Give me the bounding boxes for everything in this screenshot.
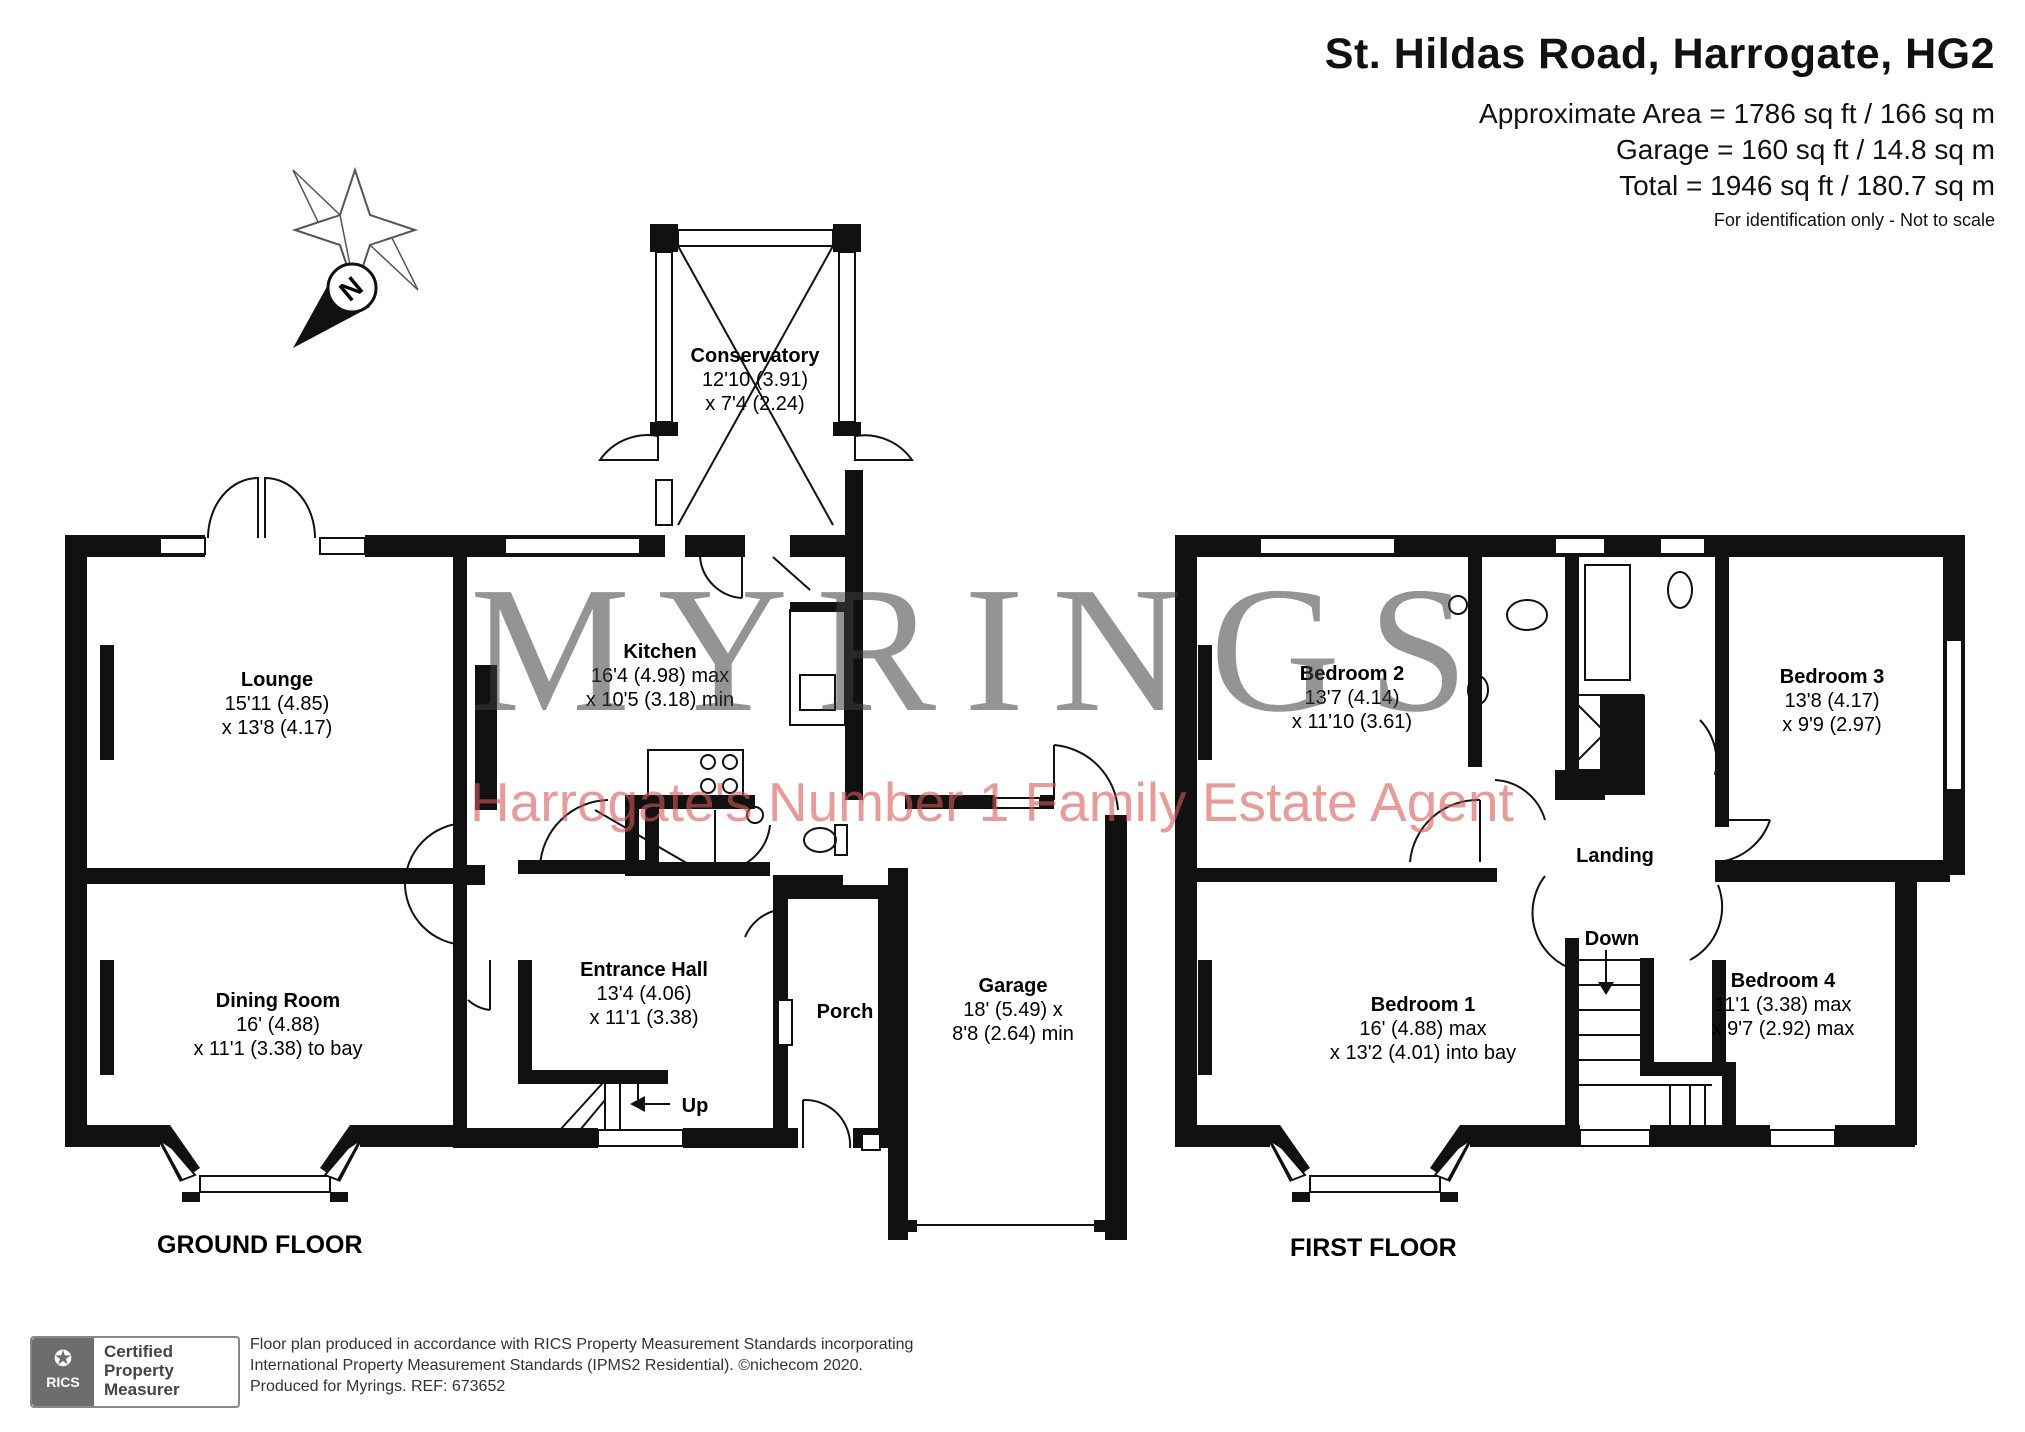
porch-name: Porch [817,1001,874,1023]
first-floor-stairs [1565,938,1726,1130]
approximate-area: Approximate Area = 1786 sq ft / 166 sq m [1479,98,1995,129]
ground-floor-stairs [540,1074,670,1131]
bedroom2-dim-2: x 11'10 (3.61) [1292,711,1412,733]
footer-line-2: International Property Measurement Stand… [250,1357,863,1374]
bedroom2-dim-1: 13'7 (4.14) [1305,687,1400,709]
bedroom4-name: Bedroom 4 [1731,970,1836,992]
footer-line-1: Floor plan produced in accordance with R… [250,1336,914,1353]
rics-badge: ✪ RICS Certified Property Measurer [30,1336,240,1408]
room-dining: Dining Room 16' (4.88) x 11'1 (3.38) to … [193,990,362,1060]
first-floor-plan: Bedroom 2 13'7 (4.14) x 11'10 (3.61) Bed… [1175,535,1965,1262]
room-kitchen: Kitchen 16'4 (4.98) max x 10'5 (3.18) mi… [586,641,734,711]
dining-name: Dining Room [216,990,340,1012]
rics-badge-text: Certified Property Measurer [104,1342,180,1399]
room-bedroom-3: Bedroom 3 13'8 (4.17) x 9'9 (2.97) [1780,666,1884,736]
badge-line-3: Measurer [104,1380,180,1399]
room-bedroom-4: Bedroom 4 11'1 (3.38) max x 9'7 (2.92) m… [1712,970,1855,1040]
conservatory-name: Conservatory [691,345,821,367]
lounge-dim-2: x 13'8 (4.17) [222,717,333,739]
rics-logo: ✪ RICS [32,1338,94,1406]
stairs-up-label: Up [682,1095,709,1117]
hall-dim-2: x 11'1 (3.38) [589,1007,698,1029]
garage-dim-2: 8'8 (2.64) min [952,1023,1074,1045]
bedroom3-dim-2: x 9'9 (2.97) [1782,714,1881,736]
kitchen-dim-2: x 10'5 (3.18) min [586,689,734,711]
bedroom1-dim-1: 16' (4.88) max [1359,1018,1486,1040]
conservatory-dim-1: 12'10 (3.91) [702,369,808,391]
rics-logo-text: RICS [46,1374,80,1390]
garage-name: Garage [979,975,1048,997]
room-lounge: Lounge 15'11 (4.85) x 13'8 (4.17) [222,669,333,739]
bedroom1-dim-2: x 13'2 (4.01) into bay [1330,1042,1516,1064]
total-area: Total = 1946 sq ft / 180.7 sq m [1619,170,1995,201]
room-garage: Garage 18' (5.49) x 8'8 (2.64) min [952,975,1074,1045]
scale-note: For identification only - Not to scale [1713,210,1995,230]
bedroom4-dim-2: x 9'7 (2.92) max [1712,1018,1855,1040]
bedroom4-dim-1: 11'1 (3.38) max [1715,994,1852,1016]
compass-icon: N [291,166,419,348]
hall-dim-1: 13'4 (4.06) [597,983,692,1005]
badge-line-1: Certified [104,1342,173,1361]
hall-name: Entrance Hall [580,959,708,981]
lounge-name: Lounge [241,669,313,691]
first-floor-label: FIRST FLOOR [1290,1234,1457,1262]
rics-emblem-icon: ✪ [53,1346,73,1371]
property-title: St. Hildas Road, Harrogate, HG2 [1324,30,1995,78]
lounge-dim-1: 15'11 (4.85) [225,693,330,715]
footer-line-3: Produced for Myrings. REF: 673652 [250,1378,506,1395]
room-conservatory: Conservatory 12'10 (3.91) x 7'4 (2.24) [691,345,821,415]
ground-floor-label: GROUND FLOOR [157,1231,363,1259]
stairs-down-label: Down [1585,928,1639,950]
ground-floor-plan: Conservatory 12'10 (3.91) x 7'4 (2.24) K… [65,224,1127,1259]
dining-dim-1: 16' (4.88) [236,1014,320,1036]
bedroom3-dim-1: 13'8 (4.17) [1785,690,1880,712]
conservatory-dim-2: x 7'4 (2.24) [705,393,804,415]
kitchen-name: Kitchen [623,641,696,663]
room-bedroom-2: Bedroom 2 13'7 (4.14) x 11'10 (3.61) [1292,663,1412,733]
room-entrance-hall: Entrance Hall 13'4 (4.06) x 11'1 (3.38) [580,959,708,1029]
garage-area: Garage = 160 sq ft / 14.8 sq m [1616,134,1995,165]
bedroom2-name: Bedroom 2 [1300,663,1404,685]
bedroom1-name: Bedroom 1 [1371,994,1475,1016]
bedroom3-name: Bedroom 3 [1780,666,1884,688]
kitchen-dim-1: 16'4 (4.98) max [591,665,729,687]
landing-name: Landing [1576,845,1654,867]
dining-dim-2: x 11'1 (3.38) to bay [193,1038,362,1060]
badge-line-2: Property [104,1361,174,1380]
room-bedroom-1: Bedroom 1 16' (4.88) max x 13'2 (4.01) i… [1330,994,1516,1064]
garage-dim-1: 18' (5.49) x [963,999,1062,1021]
